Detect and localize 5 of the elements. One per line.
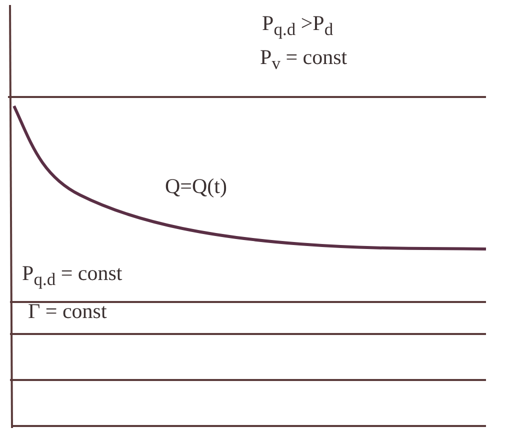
condition-label: P$_{q.d}$ = const bbox=[22, 262, 122, 290]
condition-label: P$_{v}$ = const bbox=[260, 46, 348, 74]
condition-label: Γ = const bbox=[28, 300, 107, 324]
curve-label: Q=Q(t) bbox=[165, 175, 227, 198]
pressure-relation: P$_{q.d}$ >P$_{d}$ bbox=[262, 12, 334, 40]
